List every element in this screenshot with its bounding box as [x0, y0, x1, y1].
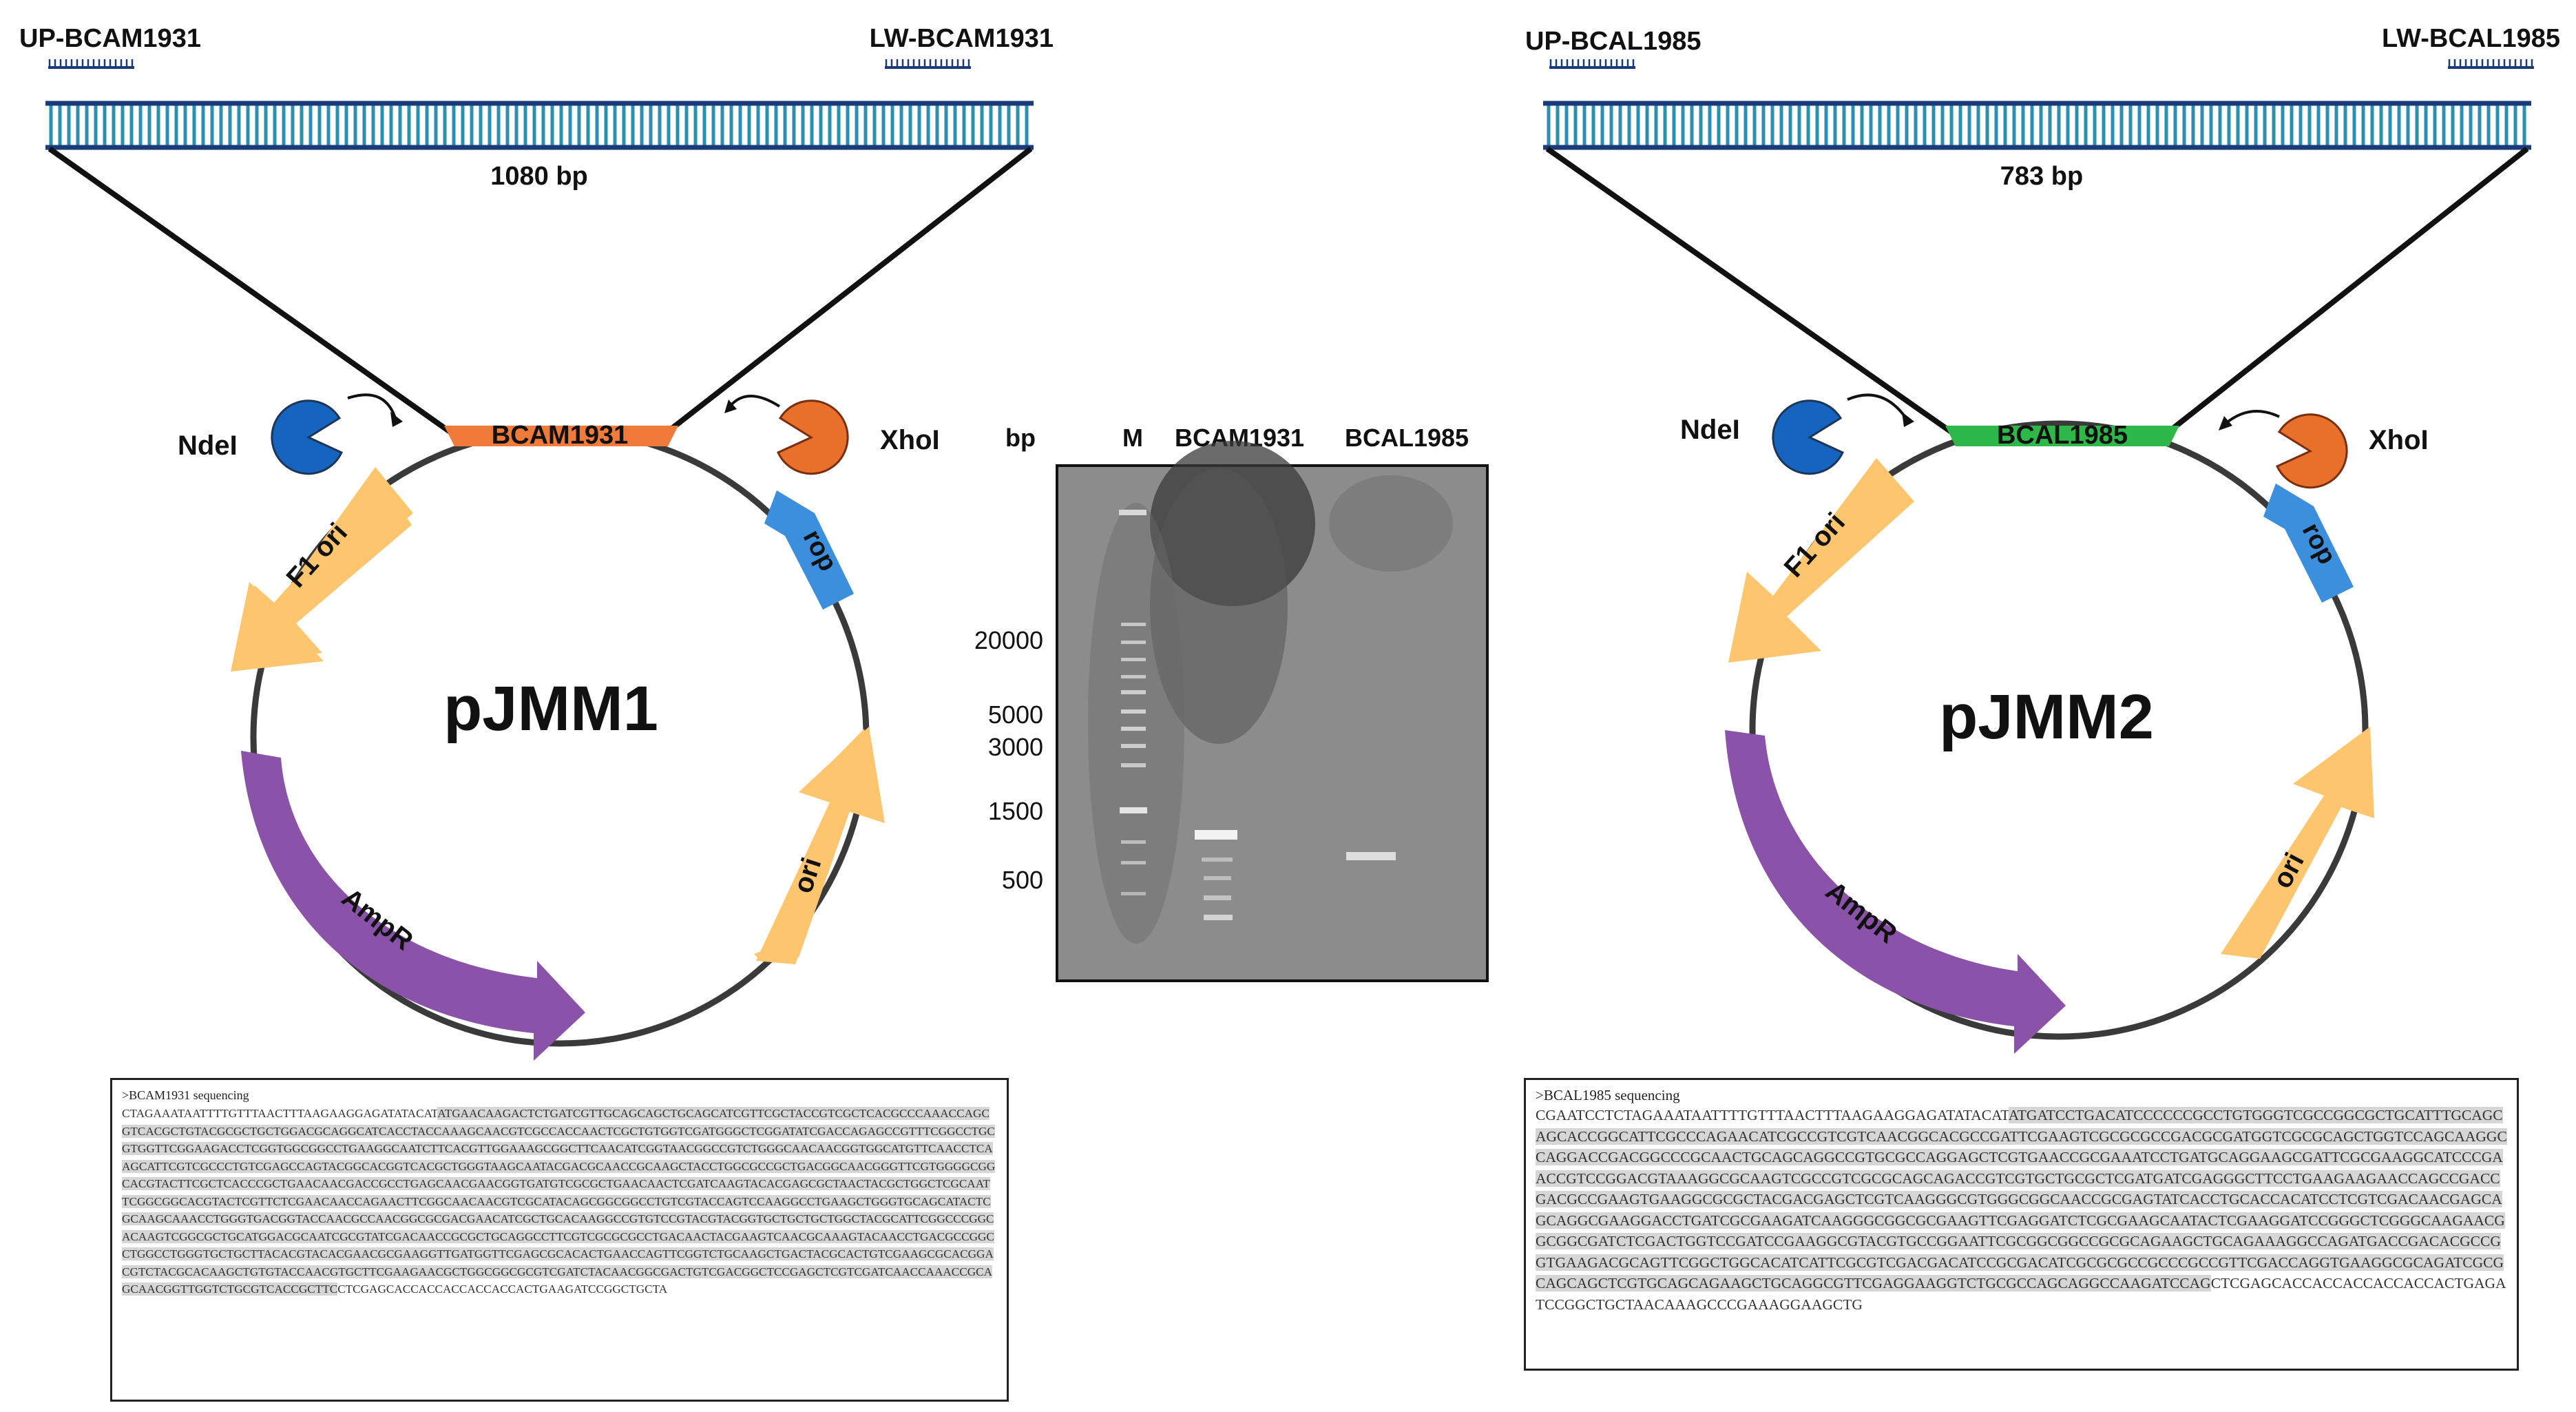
sequence-flank: CTCGAGCACCACCACCACCACCACTGAAGATCCGGCTGCT… — [337, 1283, 668, 1296]
dna-amplicon — [1543, 101, 2531, 150]
ladder-band — [1120, 807, 1147, 813]
ladder-size-label: 20000 — [974, 626, 1043, 654]
f1-ori-feature: F1 ori — [231, 467, 413, 672]
ladder-size-label: 5000 — [988, 700, 1043, 729]
sample-band — [1195, 830, 1237, 840]
ampr-feature: AmpR — [241, 751, 585, 1061]
insert-label: BCAL1985 — [1997, 421, 2128, 450]
xhoi-label: XhoI — [2369, 425, 2429, 455]
sequence-flank: CTAGAAATAATTTTGTTTAACTTTAAGAAGGAGATATACA… — [122, 1107, 438, 1120]
ladder-band — [1121, 861, 1146, 864]
ndei-enzyme-icon — [271, 399, 343, 475]
sequencing-header: >BCAM1931 sequencing — [122, 1088, 249, 1102]
ori-feature: ori — [754, 727, 885, 964]
amplicon-size-label: 783 bp — [2000, 162, 2083, 191]
sequence-insert-highlight: ATGATCCTGACATCCCCCCGCCTGTGGGTCGCCGGCGCTG… — [1536, 1107, 2507, 1291]
gel-smear — [1329, 475, 1453, 572]
primer-up-label: UP-BCAM1931 — [19, 24, 201, 53]
insertion-line-right — [2166, 146, 2529, 435]
primer-up-icon — [1549, 59, 1635, 69]
ndei-label: NdeI — [178, 430, 238, 461]
ndei-cut-arrow — [347, 393, 397, 421]
ladder-band — [1121, 840, 1146, 844]
insert-label: BCAM1931 — [492, 421, 629, 450]
xhoi-label: XhoI — [880, 425, 940, 455]
rop-feature: rop — [764, 490, 854, 610]
ladder-band — [1121, 675, 1146, 678]
gel-unit-label: bp — [1005, 424, 1036, 452]
ampr-feature: AmpR — [1725, 730, 2066, 1054]
ladder-band — [1121, 709, 1146, 714]
insert-segment: BCAM1931 — [444, 421, 678, 450]
primer-up-icon — [48, 59, 134, 69]
ladder-band — [1121, 658, 1146, 661]
sequence-flank: CGAATCCTCTAGAAATAATTTTGTTTAACTTTAAGAAGGA… — [1536, 1107, 2009, 1123]
xhoi-enzyme-icon — [2276, 413, 2348, 489]
ladder-band — [1121, 690, 1146, 694]
right-construct: UP-BCAL1985 LW-BCAL1985 783 bp BCAL1985 … — [1525, 24, 2560, 1054]
plasmid-name: pJMM1 — [443, 674, 658, 744]
sample-band — [1202, 858, 1233, 862]
f1-ori-feature: F1 ori — [1728, 458, 1914, 663]
insertion-line-left — [48, 146, 453, 435]
sample-band — [1204, 915, 1233, 920]
ladder-band — [1121, 892, 1146, 895]
gel-smear — [1088, 503, 1184, 944]
gel-smear — [1150, 468, 1288, 744]
ladder-size-label: 3000 — [988, 733, 1043, 761]
primer-lw-label: LW-BCAL1985 — [2382, 24, 2560, 53]
ladder-size-label: 1500 — [988, 797, 1043, 825]
primer-up-label: UP-BCAL1985 — [1525, 27, 1701, 56]
sample-band — [1346, 852, 1396, 860]
ladder-band — [1121, 763, 1146, 767]
rop-feature: rop — [2263, 484, 2354, 603]
sequencing-text: CGAATCCTCTAGAAATAATTTTGTTTAACTTTAAGAAGGA… — [1536, 1105, 2507, 1315]
dna-amplicon — [45, 101, 1034, 150]
sequencing-text: CTAGAAATAATTTTGTTTAACTTTAAGAAGGAGATATACA… — [122, 1105, 997, 1298]
gel-panel: bp M BCAM1931 BCAL1985 20000 5000 — [974, 424, 1489, 982]
amplicon-size-label: 1080 bp — [490, 162, 588, 191]
xhoi-enzyme-icon — [777, 399, 849, 475]
sequencing-box-bcal1985: >BCAL1985 sequencing CGAATCCTCTAGAAATAAT… — [1524, 1078, 2519, 1371]
plasmid-name: pJMM2 — [1939, 682, 2154, 752]
ladder-band — [1121, 623, 1146, 626]
primer-lw-label: LW-BCAM1931 — [870, 24, 1054, 53]
xhoi-cut-arrow — [729, 395, 781, 408]
sample-band — [1204, 876, 1231, 880]
insertion-line-left — [1545, 146, 1954, 435]
sequencing-header: >BCAL1985 sequencing — [1536, 1087, 1680, 1103]
insertion-line-right — [664, 146, 1033, 435]
insert-segment: BCAL1985 — [1945, 421, 2179, 450]
ladder-size-label: 500 — [1002, 866, 1043, 894]
gel-lane-label: BCAL1985 — [1345, 424, 1469, 452]
xhoi-cut-arrow — [2224, 410, 2280, 425]
primer-lw-icon — [885, 59, 971, 69]
sequencing-box-bcam1931: >BCAM1931 sequencing CTAGAAATAATTTTGTTTA… — [110, 1078, 1009, 1402]
ladder-band — [1121, 641, 1146, 644]
sequence-insert-highlight: ATGAACAAGACTCTGATCGTTGCAGCAGCTGCAGCATCGT… — [122, 1107, 996, 1296]
ndei-enzyme-icon — [1772, 399, 1844, 475]
left-construct: UP-BCAM1931 LW-BCAM1931 1080 bp BCAM1931… — [19, 24, 1054, 1061]
sample-band — [1204, 895, 1231, 900]
ladder-band — [1121, 744, 1146, 748]
ndei-cut-arrow — [1847, 393, 1909, 422]
primer-lw-icon — [2448, 59, 2534, 69]
ladder-band — [1119, 510, 1146, 515]
ndei-label: NdeI — [1680, 415, 1740, 445]
gel-lane-label: M — [1122, 424, 1143, 452]
plasmid-backbone — [1749, 420, 2369, 1040]
ladder-band — [1121, 727, 1146, 731]
sequence-flank: CTCGAGCACCACCACCACCACCACTGAGATCCGGCTGCTA… — [1536, 1275, 2506, 1313]
